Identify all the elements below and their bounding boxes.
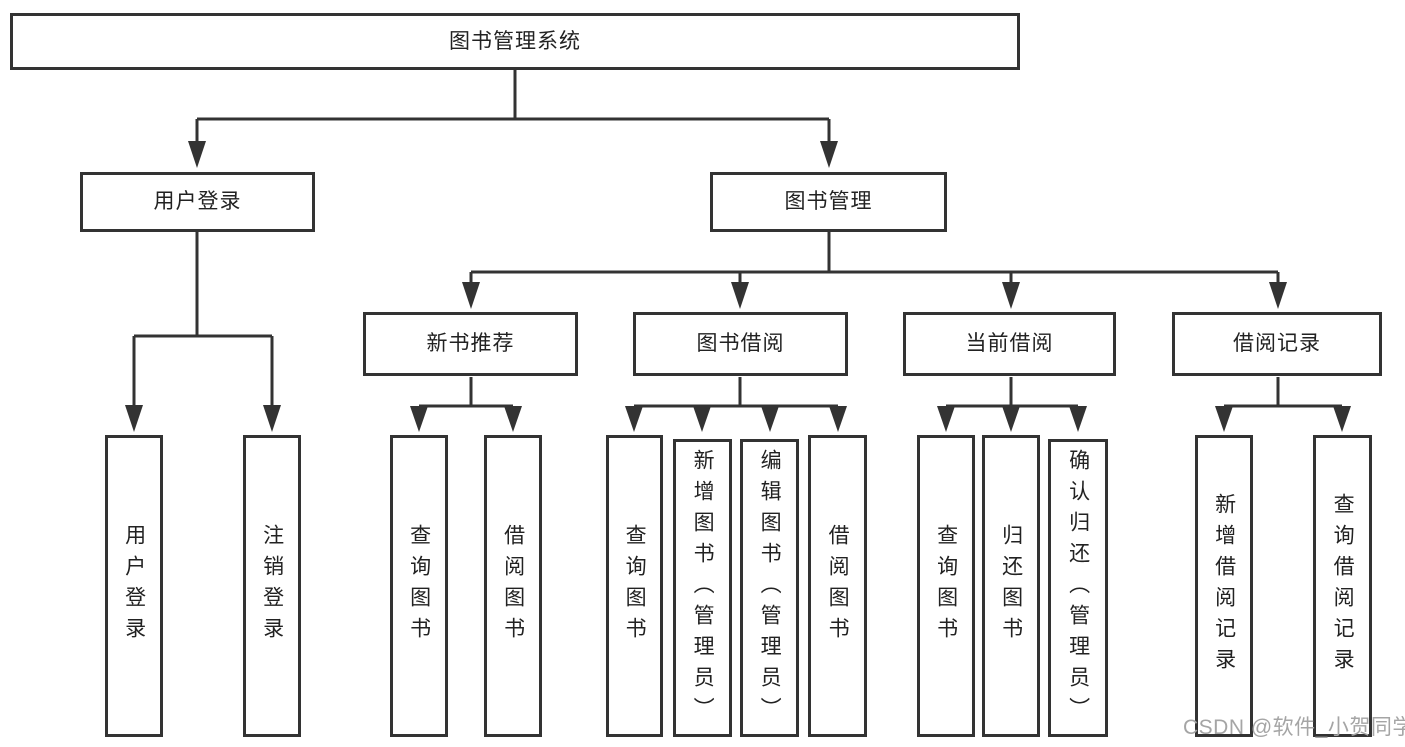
connector-root (195, 70, 831, 146)
connector-new-book-rec (417, 377, 515, 410)
node-leaf-add-book-admin: 新增图书（管理员） (673, 439, 732, 737)
arrow-down-icon (504, 406, 522, 432)
connector-user-login (132, 232, 274, 412)
arrow-down-icon (761, 406, 779, 432)
node-leaf-borrow-book-2: 借阅图书 (808, 435, 867, 737)
node-leaf-query-book-1: 查询图书 (390, 435, 448, 737)
node-new-book-recommend: 新书推荐 (363, 312, 578, 376)
csdn-watermark: CSDN @软件_小贺同学 (1183, 716, 1405, 739)
arrow-down-icon (829, 406, 847, 432)
arrow-down-icon (263, 405, 281, 432)
arrow-down-icon (1002, 406, 1020, 432)
node-leaf-query-book-3: 查询图书 (917, 435, 975, 737)
node-user-login: 用户登录 (80, 172, 315, 232)
node-leaf-borrow-book-1: 借阅图书 (484, 435, 542, 737)
connector-borrow-record (1222, 377, 1344, 410)
arrow-down-icon (410, 406, 428, 432)
arrow-down-icon (937, 406, 955, 432)
arrow-down-icon (693, 406, 711, 432)
arrow-down-icon (1333, 406, 1351, 432)
node-book-management: 图书管理 (710, 172, 947, 232)
arrow-down-icon (1002, 282, 1020, 309)
node-leaf-return-book: 归还图书 (982, 435, 1040, 737)
node-leaf-query-book-2: 查询图书 (606, 435, 663, 737)
node-current-borrow: 当前借阅 (903, 312, 1116, 376)
node-leaf-confirm-return-admin: 确认归还（管理员） (1048, 439, 1108, 737)
connector-book-mgmt (469, 232, 1280, 288)
connector-current-borrow (944, 377, 1080, 410)
connector-book-borrow (632, 377, 840, 410)
arrow-down-icon (625, 406, 643, 432)
arrow-down-icon (1215, 406, 1233, 432)
node-book-borrow: 图书借阅 (633, 312, 848, 376)
arrow-down-icon (1269, 282, 1287, 309)
node-leaf-query-borrow-record: 查询借阅记录 (1313, 435, 1372, 737)
node-borrow-record: 借阅记录 (1172, 312, 1382, 376)
node-root-title: 图书管理系统 (10, 13, 1020, 70)
arrow-down-icon (1069, 406, 1087, 432)
arrow-down-icon (731, 282, 749, 309)
node-leaf-logout: 注销登录 (243, 435, 301, 737)
arrowhead-icons (125, 141, 1351, 432)
node-leaf-add-borrow-record: 新增借阅记录 (1195, 435, 1253, 737)
arrow-down-icon (462, 282, 480, 309)
arrow-down-icon (820, 141, 838, 168)
node-leaf-user-login: 用户登录 (105, 435, 163, 737)
arrow-down-icon (188, 141, 206, 168)
node-leaf-edit-book-admin: 编辑图书（管理员） (740, 439, 799, 737)
arrow-down-icon (125, 405, 143, 432)
